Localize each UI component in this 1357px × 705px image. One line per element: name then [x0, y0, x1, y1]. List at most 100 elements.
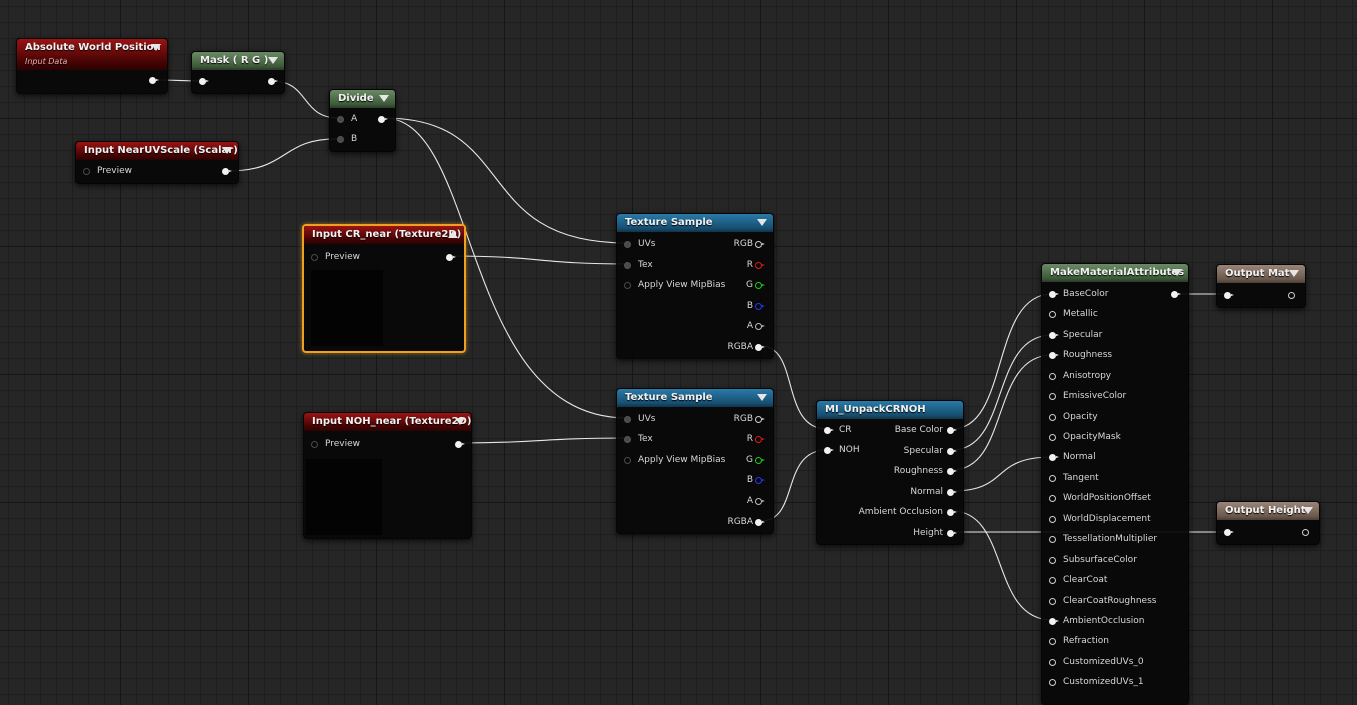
node-output-height[interactable]: Output Height: [1216, 501, 1320, 545]
input-pin-cr[interactable]: [824, 427, 834, 434]
input-pin[interactable]: [199, 78, 209, 85]
output-pin-rgba[interactable]: [755, 519, 765, 526]
node-header[interactable]: Input NOH_near (Texture2D): [304, 413, 471, 431]
preview-toggle-pin[interactable]: [311, 441, 318, 448]
output-pin-height[interactable]: [947, 530, 957, 537]
output-pin-normal[interactable]: [947, 489, 957, 496]
node-header[interactable]: MakeMaterialAttributes: [1042, 264, 1188, 282]
preview-toggle-pin[interactable]: [311, 254, 318, 261]
input-pin[interactable]: [1049, 475, 1056, 482]
output-pin-specular[interactable]: [947, 448, 957, 455]
input-pin-tex[interactable]: [624, 262, 631, 269]
output-pin-ambient-occlusion[interactable]: [947, 509, 957, 516]
output-pin-rgb[interactable]: [755, 241, 765, 248]
input-pin[interactable]: [1049, 495, 1056, 502]
output-pin-g[interactable]: [755, 457, 765, 464]
node-divide[interactable]: Divide A B: [329, 89, 396, 152]
output-pin-a[interactable]: [755, 323, 765, 330]
node-texture-sample-1[interactable]: Texture Sample UVs Tex Apply View MipBia…: [616, 213, 774, 359]
output-pin-a[interactable]: [755, 498, 765, 505]
output-pin[interactable]: [1302, 529, 1309, 536]
input-pin-mipbias[interactable]: [624, 457, 631, 464]
collapse-arrow-icon[interactable]: [1303, 507, 1313, 514]
node-header[interactable]: Input NearUVScale (Scalar): [76, 142, 238, 160]
node-input-near-uv-scale[interactable]: Input NearUVScale (Scalar) Preview: [75, 141, 239, 184]
input-pin-mipbias[interactable]: [624, 282, 631, 289]
node-header[interactable]: Texture Sample: [617, 214, 773, 232]
collapse-arrow-icon[interactable]: [222, 147, 232, 154]
input-pin[interactable]: [1049, 536, 1056, 543]
node-header[interactable]: Output Height: [1217, 502, 1319, 520]
input-pin[interactable]: [1049, 659, 1056, 666]
node-input-cr-near[interactable]: Input CR_near (Texture2D) Preview: [302, 224, 466, 353]
preview-toggle-pin[interactable]: [83, 168, 90, 175]
output-pin-material-attributes[interactable]: [1171, 291, 1181, 298]
input-pin[interactable]: [1224, 292, 1234, 299]
input-pin[interactable]: [1049, 291, 1059, 298]
node-title: Absolute World Position: [25, 42, 161, 53]
input-pin[interactable]: [1049, 332, 1059, 339]
input-pin[interactable]: [1049, 557, 1056, 564]
output-pin-r[interactable]: [755, 262, 765, 269]
input-pin[interactable]: [1049, 414, 1056, 421]
input-pin[interactable]: [1049, 373, 1056, 380]
node-header[interactable]: MI_UnpackCRNOH: [817, 401, 963, 419]
input-pin[interactable]: [1224, 529, 1234, 536]
collapse-arrow-icon[interactable]: [757, 394, 767, 401]
input-pin-b[interactable]: [337, 136, 344, 143]
node-header[interactable]: Input CR_near (Texture2D): [304, 226, 464, 244]
input-pin-a[interactable]: [337, 116, 344, 123]
input-pin-tex[interactable]: [624, 436, 631, 443]
output-pin[interactable]: [1288, 292, 1295, 299]
input-pin[interactable]: [1049, 638, 1056, 645]
output-pin[interactable]: [222, 168, 232, 175]
node-header[interactable]: Absolute World Position Input Data: [17, 39, 167, 70]
node-header[interactable]: Texture Sample: [617, 389, 773, 407]
output-pin-b[interactable]: [755, 303, 765, 310]
pin-label: R: [746, 260, 753, 270]
input-pin[interactable]: [1049, 311, 1056, 318]
output-pin[interactable]: [446, 254, 456, 261]
input-pin[interactable]: [1049, 577, 1056, 584]
output-pin-rgba[interactable]: [755, 344, 765, 351]
collapse-arrow-icon[interactable]: [757, 219, 767, 226]
input-pin[interactable]: [1049, 598, 1056, 605]
node-absolute-world-position[interactable]: Absolute World Position Input Data: [16, 38, 168, 94]
output-pin-roughness[interactable]: [947, 468, 957, 475]
collapse-arrow-icon[interactable]: [448, 231, 458, 238]
node-texture-sample-2[interactable]: Texture Sample UVs Tex Apply View MipBia…: [616, 388, 774, 534]
input-pin-uvs[interactable]: [624, 241, 631, 248]
input-pin[interactable]: [1049, 618, 1059, 625]
node-input-noh-near[interactable]: Input NOH_near (Texture2D) Preview: [303, 412, 472, 539]
output-pin[interactable]: [149, 77, 159, 84]
collapse-arrow-icon[interactable]: [1289, 270, 1299, 277]
input-pin[interactable]: [1049, 393, 1056, 400]
output-pin-rgb[interactable]: [755, 416, 765, 423]
collapse-arrow-icon[interactable]: [455, 418, 465, 425]
input-pin[interactable]: [1049, 679, 1056, 686]
input-pin[interactable]: [1049, 352, 1059, 359]
input-pin-uvs[interactable]: [624, 416, 631, 423]
collapse-arrow-icon[interactable]: [268, 57, 278, 64]
output-pin-base-color[interactable]: [947, 427, 957, 434]
collapse-arrow-icon[interactable]: [1172, 269, 1182, 276]
output-pin-g[interactable]: [755, 282, 765, 289]
input-pin-noh[interactable]: [824, 447, 834, 454]
output-pin[interactable]: [455, 441, 465, 448]
output-pin[interactable]: [378, 116, 388, 123]
input-pin[interactable]: [1049, 454, 1059, 461]
output-pin-r[interactable]: [755, 436, 765, 443]
node-header[interactable]: Divide: [330, 90, 395, 108]
node-header[interactable]: Output Mat: [1217, 265, 1305, 283]
node-header[interactable]: Mask ( R G ): [192, 52, 284, 70]
input-pin[interactable]: [1049, 516, 1056, 523]
output-pin-b[interactable]: [755, 477, 765, 484]
node-output-mat[interactable]: Output Mat: [1216, 264, 1306, 308]
collapse-arrow-icon[interactable]: [151, 44, 161, 51]
node-make-material-attributes[interactable]: MakeMaterialAttributes BaseColor Metalli…: [1041, 263, 1189, 705]
node-mask[interactable]: Mask ( R G ): [191, 51, 285, 94]
collapse-arrow-icon[interactable]: [379, 95, 389, 102]
input-pin[interactable]: [1049, 434, 1056, 441]
output-pin[interactable]: [268, 78, 278, 85]
node-mi-unpack-crnoh[interactable]: MI_UnpackCRNOH CR NOH Base Color Specula…: [816, 400, 964, 545]
